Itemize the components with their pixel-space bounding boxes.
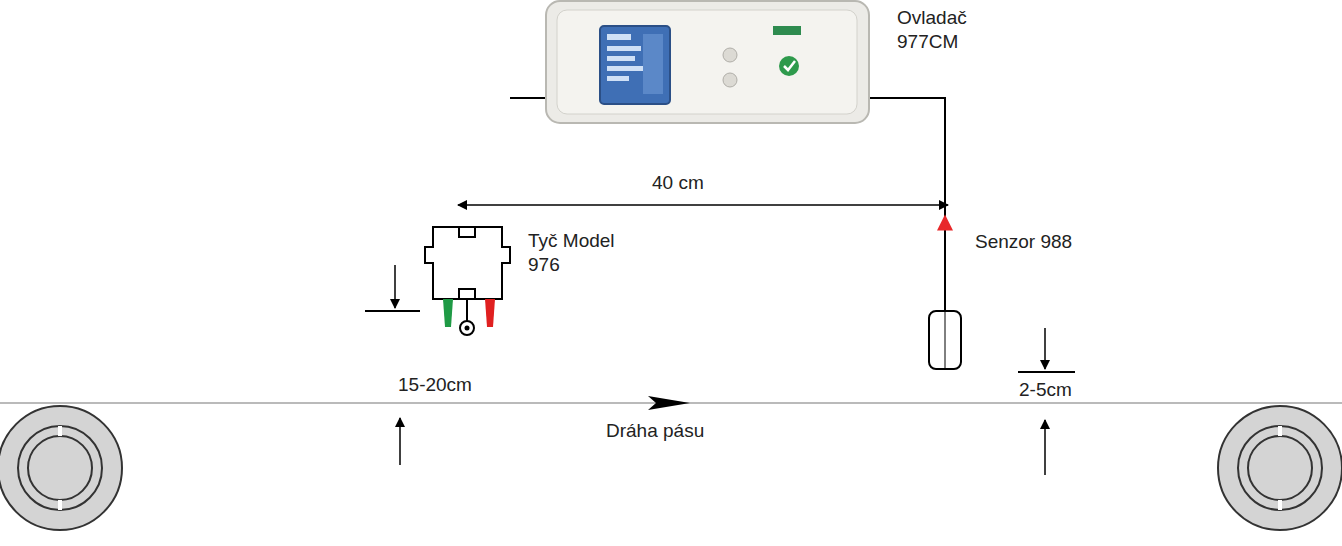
sensor-unit: Senzor 988 xyxy=(928,310,962,370)
distance-label: 2-5cm xyxy=(1017,379,1074,402)
right-pulley xyxy=(1218,406,1342,530)
belt-direction-arrow xyxy=(648,396,690,410)
node-outline xyxy=(545,0,870,124)
left-pulley xyxy=(0,406,122,530)
signal-wire xyxy=(870,98,953,310)
controller-unit: Ovladač 977CM xyxy=(545,0,870,124)
dimension-label: 40 cm xyxy=(650,172,706,195)
node-outline xyxy=(928,310,962,370)
height-marker xyxy=(365,265,420,465)
distance-label: 15-20cm xyxy=(396,374,474,397)
belt-label: Dráha pásu xyxy=(604,420,706,443)
node-label: Ovladač 977CM xyxy=(897,6,1007,54)
node-label: Senzor 988 xyxy=(975,230,1105,254)
height-marker xyxy=(1018,328,1075,475)
sensing-bar: Tyč Model 976 xyxy=(425,225,510,335)
node-label: Tyč Model 976 xyxy=(528,229,638,277)
dimension-line xyxy=(458,204,948,206)
node-outline xyxy=(425,225,510,335)
